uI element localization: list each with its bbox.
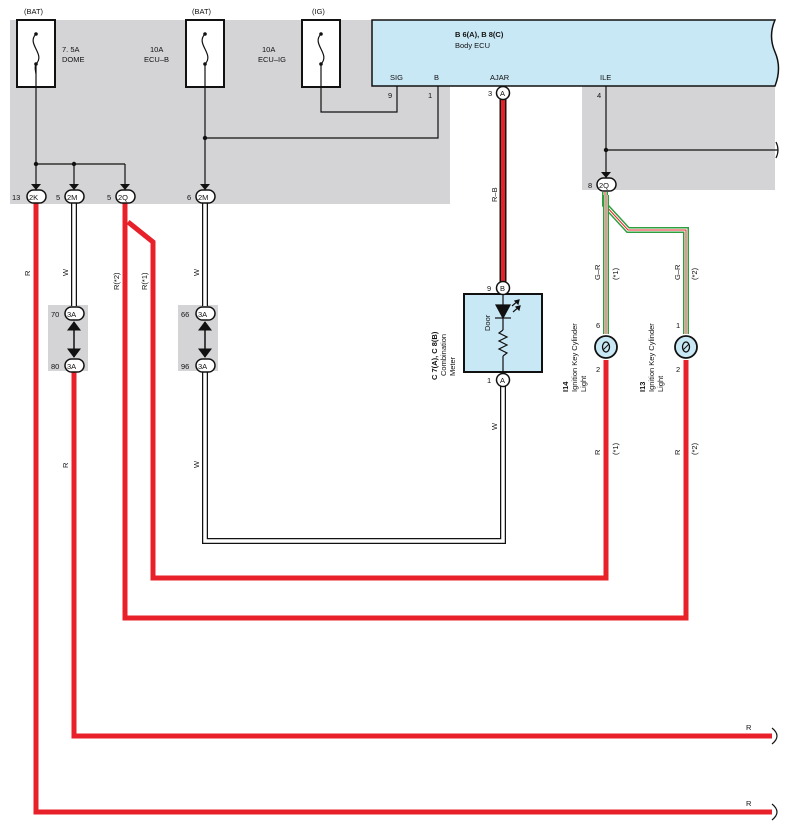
wire-label-gr2: G–R [673, 264, 682, 280]
meter-pin-top: 9 [487, 284, 491, 293]
wire-label-star1-b: (*1) [611, 442, 620, 455]
fuse-ecu-b-name: ECU–B [144, 55, 169, 64]
ecu-pin-ajar: 3 [488, 89, 492, 98]
jc-2q-right-pin: 8 [588, 181, 592, 190]
jc-2q-right-id: 2Q [599, 181, 609, 190]
jc-3a-70-id: 3A [67, 310, 76, 319]
fuse-dome-rating: 7. 5A [62, 45, 80, 54]
i14-pin-bottom: 2 [596, 365, 600, 374]
wire-label-r-3a: R [61, 462, 70, 468]
green-red-wires [602, 192, 689, 334]
wire-label-star1-a: (*1) [611, 267, 620, 280]
i13-pin-bottom: 2 [676, 365, 680, 374]
fuse-ecu-b-source: (BAT) [192, 7, 212, 16]
jc-2m-right-id: 2M [198, 193, 208, 202]
fuse-ecu-ig-rating: 10A [262, 45, 275, 54]
connector-2q-left [115, 189, 136, 204]
wire-label-w-low: W [192, 460, 201, 468]
i13-id: I13 [638, 382, 647, 392]
ecu-junction-panel [582, 86, 775, 190]
white-wires [71, 203, 506, 544]
jc-2q-left-pin: 5 [107, 193, 111, 202]
connector-3a-80 [64, 358, 85, 373]
ecu-terminal-sig: SIG [390, 73, 403, 82]
jc-3a-66-pin: 66 [181, 310, 189, 319]
wire-label-w-2m: W [61, 268, 70, 276]
jc-2m-right-pin: 6 [187, 193, 191, 202]
ecu-pin-b: 1 [428, 91, 432, 100]
jc-2m-left-pin: 5 [56, 193, 60, 202]
ecu-terminal-b: B [434, 73, 439, 82]
wire-label-rb: R–B [490, 187, 499, 202]
connector-2k [26, 189, 47, 204]
meter-conn-top: B [500, 284, 505, 293]
wire-label-r-star2: R(*2) [112, 272, 121, 290]
connector-3a-70 [64, 306, 85, 321]
jc-3a-80-id: 3A [67, 362, 76, 371]
meter-door-label: Door [483, 314, 492, 331]
jc-3a-80-pin: 80 [51, 362, 59, 371]
ecu-terminal-ile: ILE [600, 73, 611, 82]
arrowheads [31, 172, 611, 190]
red-wires [33, 95, 772, 815]
jc-3a-96-pin: 96 [181, 362, 189, 371]
wire-label-r-i13: R [673, 449, 682, 455]
connector-3a-66 [195, 306, 216, 321]
ecu-pin-ile: 4 [597, 91, 601, 100]
light-i13 [674, 335, 698, 359]
inline-connector-arrows [67, 321, 212, 358]
meter-name-1: Combination [439, 334, 448, 376]
jc-3a-70-pin: 70 [51, 310, 59, 319]
jc-2k-id: 2K [29, 193, 38, 202]
i13-name-2: Light [656, 375, 665, 392]
jc-2q-left-id: 2Q [118, 193, 128, 202]
ecu-connector-a [495, 85, 511, 101]
ecu-pin-sig: 9 [388, 91, 392, 100]
wire-label-r-i14: R [593, 449, 602, 455]
connector-3a-96 [195, 358, 216, 373]
i13-pin-top: 1 [676, 321, 680, 330]
light-i14 [594, 335, 618, 359]
jc-3a-66-id: 3A [198, 310, 207, 319]
wire-label-gr1: G–R [593, 264, 602, 280]
body-ecu-name: Body ECU [455, 41, 490, 50]
body-ecu-connectors: B 6(A), B 8(C) [455, 30, 504, 39]
fuse-ecu-b-rating: 10A [150, 45, 163, 54]
wire-break-mark [775, 141, 779, 159]
fuse-ecu-ig-source: (IG) [312, 7, 325, 16]
door-led-icon [494, 294, 521, 372]
meter-name-2: Meter [448, 356, 457, 376]
i14-name-2: Light [579, 375, 588, 392]
ecu-terminal-ajar: AJAR [490, 73, 510, 82]
meter-connector-a [495, 372, 511, 388]
ecu-conn-a: A [500, 89, 505, 98]
wire-label-w-ecu-b: W [192, 268, 201, 276]
wire-junction-dots [33, 135, 609, 167]
meter-pin-bottom: 1 [487, 376, 491, 385]
wire-label-r-star1: R(*1) [140, 272, 149, 290]
connector-2m-right [195, 189, 216, 204]
wire-label-r-left: R [23, 270, 32, 276]
i13-name-1: Ignition Key Cylinder [647, 323, 656, 392]
meter-conn-bottom: A [500, 376, 505, 385]
jc-2m-left-id: 2M [67, 193, 77, 202]
i14-name-1: Ignition Key Cylinder [570, 323, 579, 392]
jc-2k-pin: 13 [12, 193, 20, 202]
fuse-ecu-ig-name: ECU–IG [258, 55, 286, 64]
meter-connectors: C 7(A), C 8(B) [430, 331, 439, 380]
body-ecu-box [371, 19, 780, 87]
connector-2m-left [64, 189, 85, 204]
wire-label-r-out2: R [746, 799, 752, 808]
fuse-dome-source: (BAT) [24, 7, 44, 16]
wire-label-star2-b: (*2) [690, 442, 699, 455]
wire-label-w-meter: W [490, 422, 499, 430]
wire-label-r-out1: R [746, 723, 752, 732]
fuse-dome-name: DOME [62, 55, 85, 64]
jc-3a-96-id: 3A [198, 362, 207, 371]
connector-2q-right [596, 177, 617, 192]
i14-pin-top: 6 [596, 321, 600, 330]
wire-label-star2-a: (*2) [690, 267, 699, 280]
i14-id: I14 [561, 381, 570, 392]
